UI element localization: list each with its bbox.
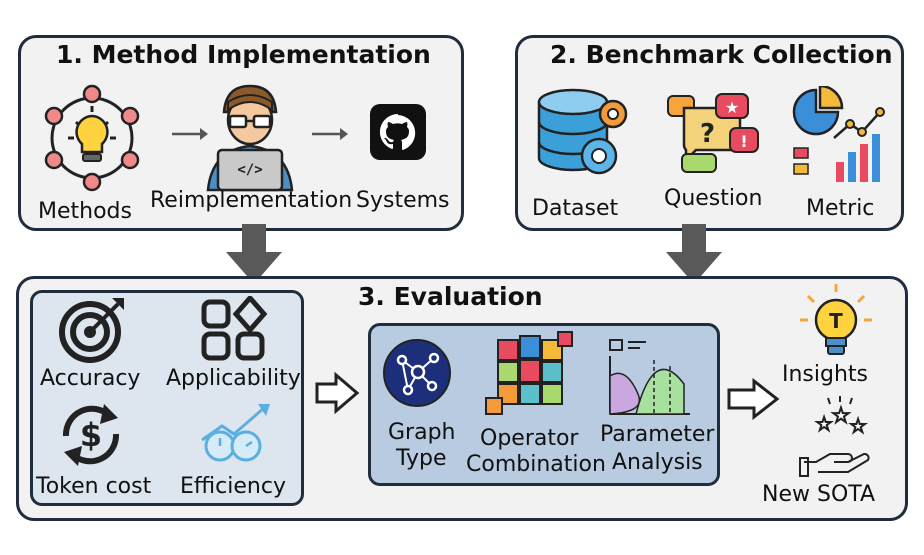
svg-text:</>: </> <box>237 162 262 178</box>
question-label: Question <box>664 186 763 211</box>
method-implementation-title: 1. Method Implementation <box>56 40 431 69</box>
svg-text:★: ★ <box>850 416 866 437</box>
down-arrow-icon <box>666 224 722 284</box>
svg-text:★: ★ <box>816 414 832 435</box>
metric-label: Metric <box>806 196 875 221</box>
efficiency-stopwatch-icon <box>201 404 270 462</box>
question-bubbles-icon: ? ★ ! <box>667 93 759 173</box>
svg-text:★: ★ <box>832 403 850 427</box>
applicability-label: Applicability <box>166 366 301 391</box>
metric-charts-icon <box>792 86 885 182</box>
github-icon <box>370 104 426 160</box>
systems-label: Systems <box>356 188 450 213</box>
parameter-curves-icon <box>609 339 690 415</box>
graph-type-line2: Type <box>396 446 447 471</box>
apps-grid-icon <box>201 296 268 361</box>
database-gears-icon <box>537 88 628 175</box>
methods-cycle-icon <box>44 84 140 192</box>
svg-text:?: ? <box>700 119 715 149</box>
efficiency-label: Efficiency <box>180 474 286 499</box>
methods-label: Methods <box>38 199 132 224</box>
operator-combination-line2: Combination <box>466 452 606 477</box>
parameter-analysis-line1: Parameter <box>600 422 715 447</box>
dataset-label: Dataset <box>532 196 619 221</box>
hollow-right-arrow-icon <box>315 372 360 414</box>
graph-type-line1: Graph <box>388 420 456 445</box>
flow-arrow-icon <box>312 128 348 140</box>
operator-combination-line1: Operator <box>480 426 579 451</box>
hollow-right-arrow-icon <box>727 378 780 420</box>
flow-arrow-icon <box>172 128 208 140</box>
graph-network-icon <box>383 339 451 407</box>
svg-text:T: T <box>829 309 843 333</box>
parameter-analysis-line2: Analysis <box>612 450 703 475</box>
token-cost-dollar-icon: $ <box>62 404 120 466</box>
accuracy-label: Accuracy <box>40 366 141 391</box>
token-cost-label: Token cost <box>36 474 152 499</box>
svg-text:$: $ <box>80 416 102 454</box>
new-sota-label: New SOTA <box>762 482 876 507</box>
target-icon <box>59 298 124 363</box>
down-arrow-icon <box>226 224 282 284</box>
developer-reimplementation-icon: </> <box>206 84 294 192</box>
puzzle-pieces-icon <box>485 331 573 415</box>
evaluation-title: 3. Evaluation <box>358 282 543 311</box>
reimplementation-label: Reimplementation <box>150 188 353 213</box>
svg-text:!: ! <box>740 132 747 151</box>
hand-stars-icon: ★ ★ ★ <box>799 396 870 477</box>
insights-label: Insights <box>782 362 869 387</box>
insights-lightbulb-icon: T <box>800 284 872 355</box>
svg-text:★: ★ <box>725 98 739 117</box>
benchmark-collection-title: 2. Benchmark Collection <box>550 40 893 69</box>
